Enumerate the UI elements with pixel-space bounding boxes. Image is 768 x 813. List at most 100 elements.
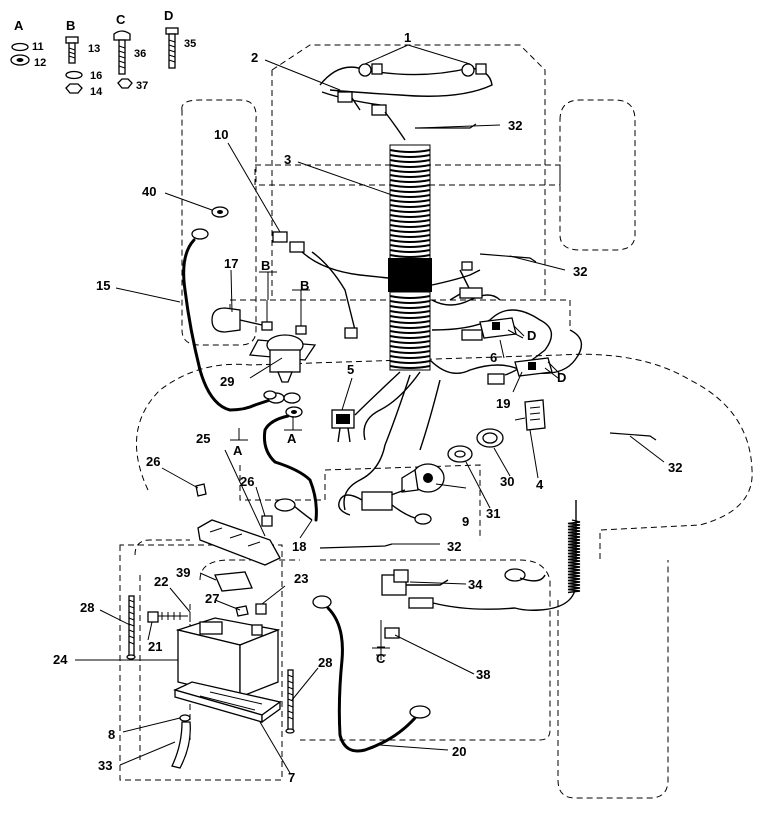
callout-2: 2 [251, 50, 258, 65]
connector-icon [272, 231, 288, 243]
cable-ties [319, 123, 657, 549]
battery-cable-20 [312, 595, 431, 753]
loom-ribs [389, 295, 431, 369]
leader-lines [75, 44, 665, 774]
fuse-holder-icon [384, 627, 400, 639]
connector-icon [408, 597, 434, 609]
nut-icon [117, 78, 133, 89]
connector-icon [487, 373, 505, 385]
legend-group-a: A [14, 18, 24, 33]
nut-icon [65, 83, 83, 94]
relay-module-icon [524, 399, 546, 431]
starter-solenoid [211, 300, 317, 383]
callout-30: 30 [500, 474, 514, 489]
solenoid-terminal [295, 325, 307, 335]
callout-numbers: 1 2 3 4 5 6 7 8 9 10 15 17 18 19 20 21 2… [53, 30, 682, 785]
drain-hose [171, 721, 191, 769]
callout-5: 5 [347, 362, 354, 377]
ref-a-2: A [287, 431, 297, 446]
callout-26: 26 [146, 454, 160, 469]
cable-tie-icon [609, 432, 657, 441]
callout-9: 9 [462, 514, 469, 529]
callout-34: 34 [468, 577, 483, 592]
callout-32-c: 32 [668, 460, 682, 475]
cable-tie-icon [479, 253, 537, 263]
callout-32-b: 32 [573, 264, 587, 279]
battery-terminal-cover [199, 621, 223, 635]
callout-29: 29 [220, 374, 234, 389]
callout-4: 4 [536, 477, 544, 492]
ref-b: B [261, 258, 270, 273]
legend-item-37: 37 [136, 80, 148, 92]
bolt-head-icon [165, 27, 179, 35]
callout-26-b: 26 [240, 474, 254, 489]
loom-clamp [388, 258, 432, 292]
battery-cable-18 [263, 414, 318, 522]
hardware-markers [230, 271, 561, 649]
callout-18: 18 [292, 539, 306, 554]
connector-icon [337, 91, 353, 103]
long-bolts [126, 595, 295, 734]
ignition-switch [338, 463, 445, 525]
hardware-legend: A 11 12 B 13 16 14 C 36 37 D 35 [10, 8, 196, 98]
callout-25: 25 [196, 431, 210, 446]
hold-down-bracket [197, 519, 281, 566]
callout-23: 23 [294, 571, 308, 586]
battery-pad [214, 571, 253, 592]
headlight-harness [319, 63, 493, 141]
callout-38: 38 [476, 667, 490, 682]
callout-28-b: 28 [318, 655, 332, 670]
callout-8: 8 [108, 727, 115, 742]
battery-side [239, 629, 279, 698]
connector-icon [289, 241, 305, 253]
connector-10 [272, 231, 305, 253]
headlight-bulb-icon [358, 63, 372, 77]
callout-39: 39 [176, 565, 190, 580]
legend-group-c: C [116, 12, 126, 27]
cable-tie-icon [415, 123, 477, 129]
legend-item-11: 11 [32, 41, 44, 53]
callout-3: 3 [284, 152, 291, 167]
wire-loom [388, 144, 432, 371]
callout-31: 31 [486, 506, 500, 521]
coil-cord [381, 500, 581, 611]
callout-32: 32 [508, 118, 522, 133]
callout-10: 10 [214, 127, 228, 142]
ignition-plug-icon [361, 491, 393, 511]
bolt-head-icon [65, 36, 79, 44]
callout-15: 15 [96, 278, 110, 293]
connector-icon [371, 104, 387, 116]
cable-tie-icon [319, 543, 393, 549]
module-4 [514, 399, 546, 431]
legend-group-d: D [164, 8, 173, 23]
legend-item-35: 35 [184, 38, 196, 50]
callout-17: 17 [224, 256, 238, 271]
callout-24: 24 [53, 652, 68, 667]
battery-hold-down [197, 519, 281, 566]
callout-21: 21 [148, 639, 162, 654]
interlock-switches [479, 317, 553, 377]
ref-d-2: D [557, 370, 566, 385]
ref-c: C [376, 651, 386, 666]
callout-40: 40 [142, 184, 156, 199]
washer-icon [65, 70, 83, 80]
legend-item-12: 12 [34, 57, 46, 69]
hardware-letters: B B A A D D C [233, 258, 566, 666]
clip-icon [195, 483, 207, 497]
battery-tray [173, 681, 282, 724]
callout-33: 33 [98, 758, 112, 773]
fuse-38 [376, 620, 400, 660]
legend-group-b: B [66, 18, 75, 33]
legend-item-14: 14 [90, 86, 103, 98]
callout-28: 28 [80, 600, 94, 615]
battery [147, 603, 281, 698]
callout-1: 1 [404, 30, 411, 45]
callout-20: 20 [452, 744, 466, 759]
legend-item-16: 16 [90, 70, 102, 82]
terminal-boot-17 [211, 307, 241, 333]
solenoid-terminal [261, 321, 273, 331]
battery-bolt-21 [147, 611, 159, 623]
washer-icon [11, 42, 29, 52]
